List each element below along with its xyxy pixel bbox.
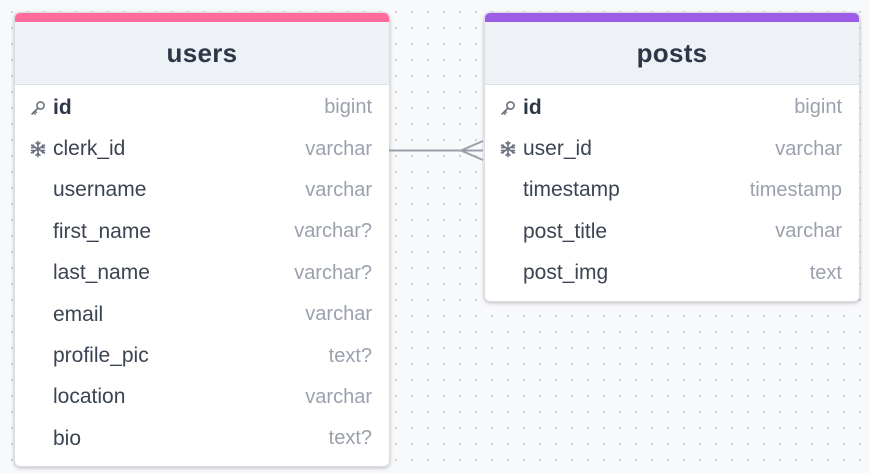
- column-type: timestamp: [749, 178, 842, 201]
- column-type: varchar: [305, 385, 372, 408]
- column-row[interactable]: username varchar: [15, 170, 389, 211]
- column-name: email: [53, 302, 104, 326]
- table-title: posts: [636, 37, 708, 68]
- column-type: varchar?: [294, 261, 372, 284]
- column-type: text?: [328, 344, 372, 367]
- table-accent-bar: [15, 13, 389, 22]
- table-header[interactable]: posts: [485, 22, 859, 85]
- column-row[interactable]: profile_pic text?: [15, 335, 389, 376]
- column-row[interactable]: post_img text: [485, 253, 859, 294]
- column-row[interactable]: location varchar: [15, 377, 389, 418]
- snowflake-icon: [498, 139, 518, 159]
- crows-foot-many-icon: [458, 140, 484, 161]
- key-icon: [28, 98, 48, 118]
- column-name: location: [53, 385, 126, 409]
- column-row[interactable]: timestamp timestamp: [485, 170, 859, 211]
- column-name: post_img: [523, 261, 609, 285]
- table-header[interactable]: users: [15, 22, 389, 85]
- column-name: id: [53, 95, 72, 119]
- column-type: text: [809, 261, 842, 284]
- column-type: bigint: [324, 96, 372, 119]
- column-name: user_id: [523, 137, 592, 161]
- column-row[interactable]: user_id varchar: [485, 128, 859, 169]
- column-row[interactable]: last_name varchar?: [15, 253, 389, 294]
- column-row[interactable]: first_name varchar?: [15, 211, 389, 252]
- column-row[interactable]: bio text?: [15, 418, 389, 459]
- column-type: varchar: [305, 137, 372, 160]
- column-type: bigint: [794, 96, 842, 119]
- column-name: profile_pic: [53, 344, 149, 368]
- column-name: post_title: [523, 219, 608, 243]
- column-name: timestamp: [523, 178, 620, 202]
- column-name: clerk_id: [53, 137, 126, 161]
- column-type: varchar: [305, 303, 372, 326]
- column-type: varchar: [775, 220, 842, 243]
- column-row[interactable]: email varchar: [15, 294, 389, 335]
- column-name: first_name: [53, 219, 152, 243]
- column-row[interactable]: clerk_id varchar: [15, 128, 389, 169]
- column-name: bio: [53, 426, 82, 450]
- column-name: username: [53, 178, 147, 202]
- column-type: text?: [328, 427, 372, 450]
- column-row[interactable]: id bigint: [15, 87, 389, 128]
- column-type: varchar: [305, 178, 372, 201]
- column-name: last_name: [53, 261, 150, 285]
- column-name: id: [523, 95, 542, 119]
- column-row[interactable]: post_title varchar: [485, 211, 859, 252]
- table-accent-bar: [485, 13, 859, 22]
- table-title: users: [166, 37, 238, 68]
- column-row[interactable]: id bigint: [485, 87, 859, 128]
- column-type: varchar: [775, 137, 842, 160]
- column-type: varchar?: [294, 220, 372, 243]
- key-icon: [498, 98, 518, 118]
- snowflake-icon: [28, 139, 48, 159]
